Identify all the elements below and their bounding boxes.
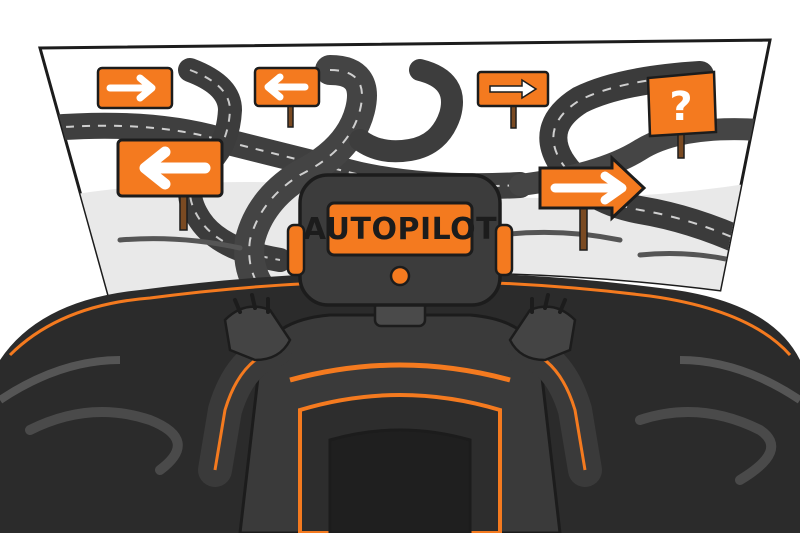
question-mark-label: ? (669, 84, 692, 130)
right-hand (508, 293, 577, 362)
left-hand (223, 293, 292, 362)
question-sign-icon: ? (646, 70, 718, 159)
large-arrow-right-sign-icon (538, 154, 647, 251)
autopilot-label: AUTOPILOT (303, 212, 497, 247)
robot-head: AUTOPILOT (286, 173, 514, 307)
arrow-right-sign-icon (96, 66, 174, 110)
arrow-left-sign-icon (253, 66, 321, 128)
large-arrow-left-sign-icon (116, 138, 224, 231)
autopilot-badge: AUTOPILOT (303, 201, 497, 257)
robot: AUTOPILOT (198, 173, 602, 533)
indicator-light (389, 265, 411, 287)
arrow-right-outline-sign-icon (476, 70, 550, 129)
